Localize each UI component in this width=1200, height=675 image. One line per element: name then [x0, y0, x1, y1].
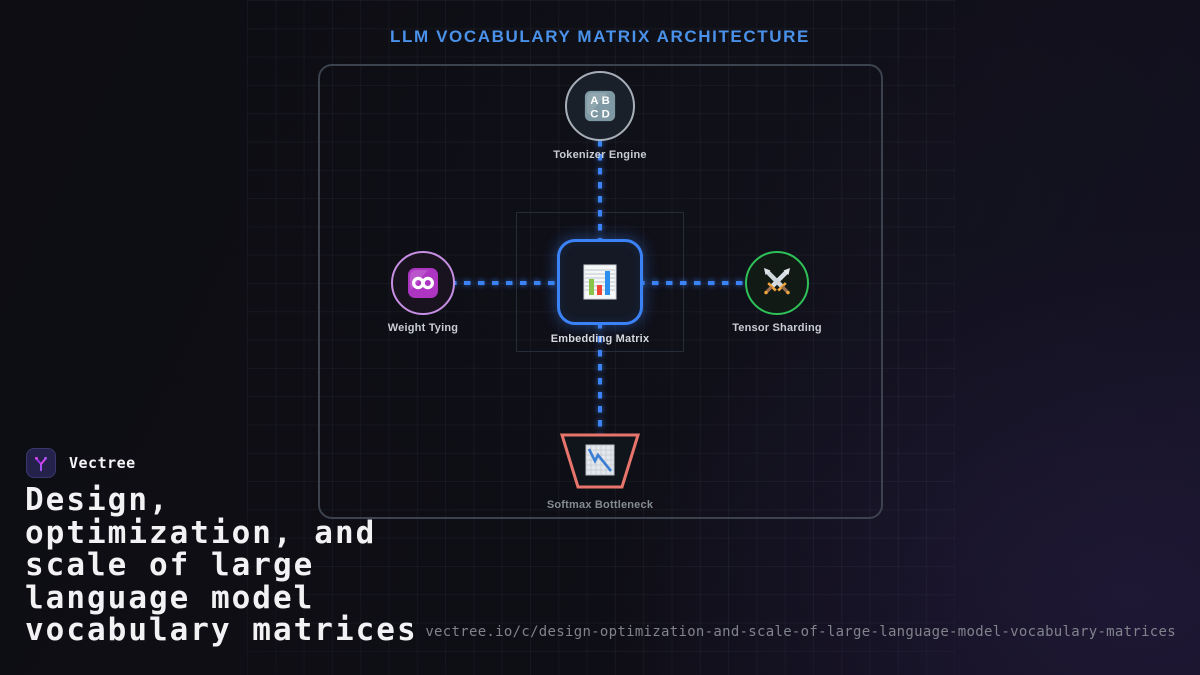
- headline-line: language model: [25, 579, 315, 616]
- label-softmax-bottleneck: Softmax Bottleneck: [546, 499, 654, 511]
- infinity-icon: [408, 268, 438, 298]
- svg-text:B: B: [602, 95, 610, 107]
- node-tensor-sharding: [745, 251, 809, 315]
- node-weight-tying: [391, 251, 455, 315]
- abcd-tokens-icon: A B C D: [584, 90, 616, 122]
- brand-logo: [26, 448, 56, 478]
- headline-line: optimization, and: [25, 514, 377, 551]
- node-embedding-matrix: [557, 239, 643, 325]
- downtrend-chart-icon: [585, 444, 615, 481]
- canonical-url-link[interactable]: vectree.io/c/design-optimization-and-sca…: [425, 624, 1176, 640]
- headline-line: vocabulary matrices: [25, 612, 418, 649]
- brand-row: Vectree: [26, 448, 136, 478]
- vectree-branch-icon: [34, 456, 48, 472]
- svg-text:A: A: [590, 95, 598, 107]
- headline-line: Design,: [25, 482, 170, 518]
- page-headline: Design, optimization, and scale of large…: [25, 484, 495, 647]
- brand-name: Vectree: [69, 454, 136, 472]
- headline-line: scale of large: [25, 547, 315, 584]
- label-embedding-matrix: Embedding Matrix: [550, 333, 650, 345]
- svg-text:C: C: [590, 108, 598, 120]
- diagram-title: LLM VOCABULARY MATRIX ARCHITECTURE: [390, 27, 810, 46]
- diagram-frame: [318, 64, 883, 519]
- bar-chart-icon: [583, 264, 617, 300]
- node-tokenizer-engine: A B C D: [565, 71, 635, 141]
- svg-text:D: D: [602, 108, 610, 120]
- label-weight-tying: Weight Tying: [387, 322, 459, 334]
- label-tensor-sharding: Tensor Sharding: [732, 322, 822, 334]
- label-tokenizer-engine: Tokenizer Engine: [553, 149, 647, 161]
- crossed-swords-icon: [764, 268, 790, 295]
